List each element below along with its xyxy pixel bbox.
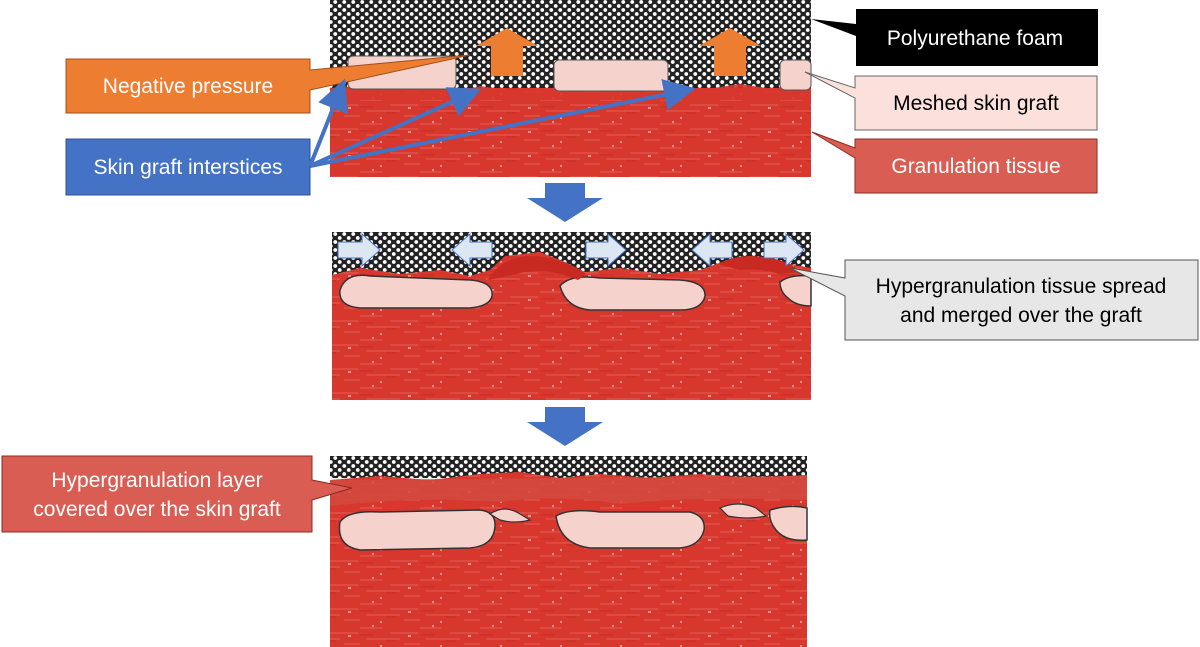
hypergranulation-mound: [718, 256, 800, 274]
panel-initial: [330, 0, 812, 177]
down-arrow-icon: [527, 183, 603, 222]
callout-meshed-skin-graft: Meshed skin graft: [804, 71, 1098, 131]
negative-pressure-arrow: [699, 28, 761, 76]
meshed-graft-label: Meshed skin graft: [893, 92, 1059, 115]
meshed-skin-graft-piece: [768, 505, 808, 542]
callout-skin-graft-interstices: Skin graft interstices: [65, 78, 696, 196]
meshed-skin-graft-piece: [718, 503, 768, 519]
hypergranulation-mound: [488, 256, 586, 280]
meshed-skin-graft-piece: [559, 276, 706, 311]
spread-arrow-right-icon: [337, 232, 381, 268]
granulation-tissue-layer: [330, 88, 811, 177]
foam-label: Polyurethane foam: [887, 27, 1063, 50]
hyper-spread-label-line2: and merged over the graft: [900, 304, 1142, 327]
spread-arrow-left-icon: [691, 232, 733, 268]
hyper-layer-label-line1: Hypergranulation layer: [51, 469, 262, 492]
hyper-layer-label-line2: covered over the skin graft: [33, 498, 281, 521]
callout-hypergranulation-spread: Hypergranulation tissue spread and merge…: [789, 259, 1199, 341]
granulation-label: Granulation tissue: [891, 155, 1060, 178]
panel-hypergranulation-layer: [330, 456, 808, 647]
meshed-skin-graft-piece: [488, 508, 532, 523]
meshed-skin-graft-piece: [779, 59, 812, 91]
negative-pressure-arrow: [476, 28, 538, 76]
meshed-skin-graft-piece: [553, 59, 669, 92]
meshed-skin-graft-piece: [555, 509, 705, 549]
callout-polyurethane-foam: Polyurethane foam: [811, 9, 1098, 66]
meshed-skin-graft-piece: [779, 274, 812, 307]
spread-arrow-left-icon: [451, 232, 493, 268]
spread-arrow-right-icon: [763, 232, 805, 268]
polyurethane-foam-layer: [330, 456, 807, 478]
hypergranulation-layer: [330, 476, 807, 506]
negative-pressure-label: Negative pressure: [103, 75, 273, 98]
down-arrow-icon: [527, 407, 603, 446]
hyper-spread-label-line1: Hypergranulation tissue spread: [876, 275, 1167, 298]
panel-hypergranulation-spread: [332, 232, 812, 400]
callout-hypergranulation-layer: Hypergranulation layer covered over the …: [1, 455, 353, 533]
meshed-skin-graft-piece: [338, 509, 496, 551]
callout-granulation-tissue: Granulation tissue: [811, 131, 1098, 194]
spread-arrow-right-icon: [585, 232, 627, 268]
interstices-label: Skin graft interstices: [93, 156, 282, 179]
callout-negative-pressure: Negative pressure: [65, 54, 471, 114]
meshed-skin-graft-piece: [339, 274, 493, 309]
